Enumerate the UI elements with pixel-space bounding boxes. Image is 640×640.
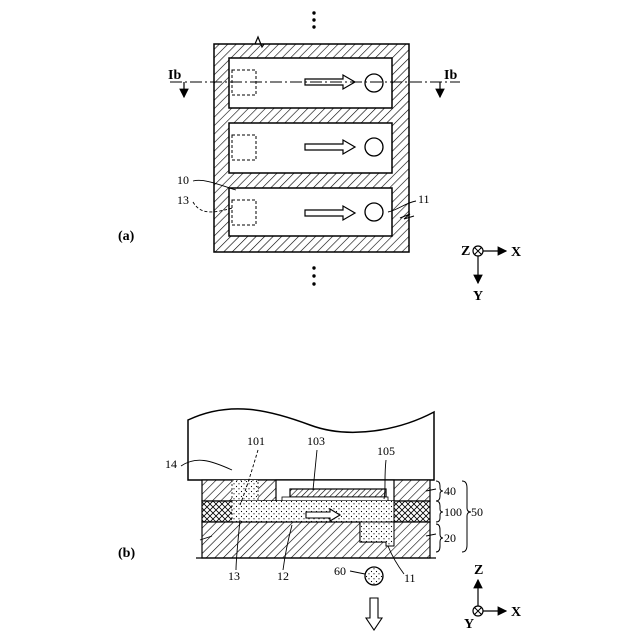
- ref-label-13-a: 13: [177, 193, 189, 207]
- ref-label-11-b: 11: [404, 571, 416, 585]
- ref-label-40: 40: [444, 484, 456, 498]
- ref-label-103: 103: [307, 434, 325, 448]
- section-label-right: Ib: [444, 68, 457, 83]
- ref-label-13-b: 13: [228, 569, 240, 583]
- panel-label-a: (a): [118, 229, 135, 244]
- axis-label-x-b: X: [511, 605, 521, 620]
- outlet-circle-2: [365, 138, 383, 156]
- inner-layer-105: [282, 497, 388, 501]
- axis-indicator-a: Z X Y: [461, 244, 521, 304]
- ref-label-60: 60: [334, 564, 346, 578]
- discharge-arrow-icon: [366, 598, 382, 630]
- axis-label-x-a: X: [511, 245, 521, 260]
- layer-20: [202, 522, 430, 558]
- continuation-dots-top: [312, 11, 315, 28]
- brace-100: [436, 501, 443, 522]
- outlet-circle-3: [365, 203, 383, 221]
- axis-label-y-a: Y: [473, 289, 483, 304]
- axis-label-z-a: Z: [461, 244, 470, 259]
- ref-label-50: 50: [471, 505, 483, 519]
- figure-a: Ib Ib 10 13 11 (a) Z X Y: [118, 11, 521, 304]
- outlet-well-11: [360, 522, 394, 546]
- section-label-left: Ib: [168, 68, 181, 83]
- droplet-60: [365, 567, 383, 585]
- ref-label-101: 101: [247, 434, 265, 448]
- axis-indicator-b: Z X Y: [464, 563, 521, 632]
- sensor-element-103: [290, 489, 386, 497]
- axis-label-z-b: Z: [474, 563, 483, 578]
- ref-label-11-a: 11: [418, 192, 430, 206]
- brace-40: [436, 481, 443, 501]
- brace-50: [462, 481, 471, 552]
- ref-label-20: 20: [444, 531, 456, 545]
- ref-label-14: 14: [165, 457, 177, 471]
- brace-20: [436, 524, 443, 552]
- axis-label-y-b: Y: [464, 617, 474, 632]
- leader-60: [350, 571, 365, 574]
- continuation-dots-bottom: [312, 266, 315, 285]
- ref-label-100: 100: [444, 505, 462, 519]
- ref-label-12: 12: [277, 569, 289, 583]
- panel-label-b: (b): [118, 546, 135, 561]
- ref-label-10: 10: [177, 173, 189, 187]
- figure-b: 14 101 103 105 40 100 20 50 13 12 60 11 …: [118, 409, 521, 632]
- outlet-circle-1: [365, 74, 383, 92]
- ref-label-105: 105: [377, 444, 395, 458]
